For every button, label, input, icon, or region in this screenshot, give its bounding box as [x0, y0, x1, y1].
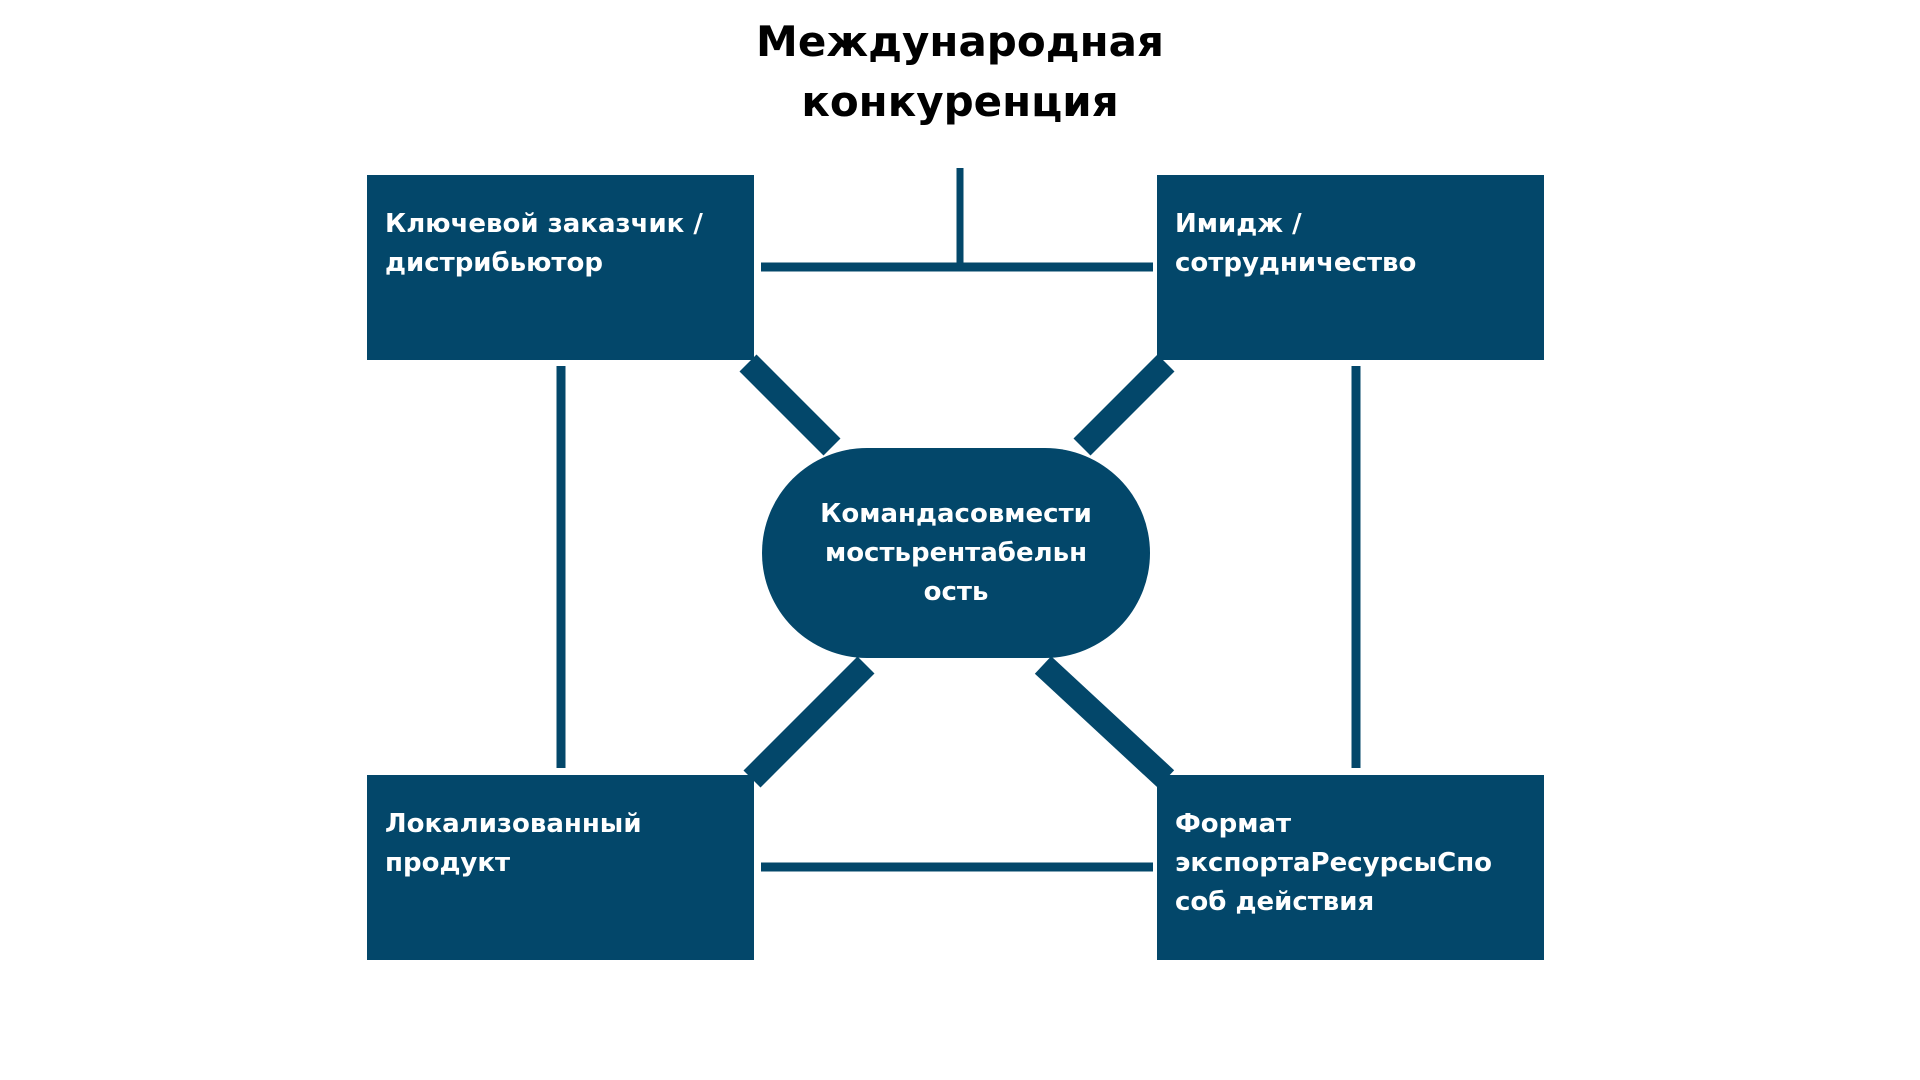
box-localized-product-line-2: продукт: [385, 848, 511, 878]
diagram-title-line-1: Международная: [756, 17, 1164, 66]
connector-diagonal-top-left: [739, 354, 841, 456]
connector-diagonal-top-right: [1073, 354, 1175, 456]
box-export-format-line-3: соб действия: [1175, 887, 1375, 917]
center-node: Командасовмести мостьрентабельн ость: [762, 448, 1150, 658]
center-node-line-1: Командасовмести: [820, 498, 1092, 529]
box-export-format-line-2: экспортаРесурсыСпо: [1175, 848, 1493, 878]
box-export-format: Формат экспортаРесурсыСпо соб действия: [1157, 775, 1544, 960]
box-localized-product: Локализованный продукт: [367, 775, 754, 960]
connector-diagonal-bottom-left: [743, 656, 875, 788]
box-key-customer-line-1: Ключевой заказчик /: [385, 209, 703, 239]
center-node-line-3: ость: [923, 576, 989, 607]
diagram-title-line-2: конкуренция: [801, 77, 1119, 126]
center-node-line-2: мостьрентабельн: [824, 537, 1088, 568]
connector-group: [556, 168, 1361, 872]
diagram-title: Международная конкуренция: [560, 12, 1360, 132]
box-key-customer: Ключевой заказчик / дистрибьютор: [367, 175, 754, 360]
box-image-cooperation-line-2: сотрудничество: [1175, 248, 1417, 278]
box-export-format-line-1: Формат: [1175, 809, 1292, 839]
box-localized-product-line-1: Локализованный: [385, 809, 642, 839]
box-key-customer-line-2: дистрибьютор: [385, 248, 603, 278]
connector-diagonal-bottom-right: [1034, 656, 1175, 788]
box-image-cooperation-line-1: Имидж /: [1175, 209, 1302, 239]
box-image-cooperation: Имидж / сотрудничество: [1157, 175, 1544, 360]
